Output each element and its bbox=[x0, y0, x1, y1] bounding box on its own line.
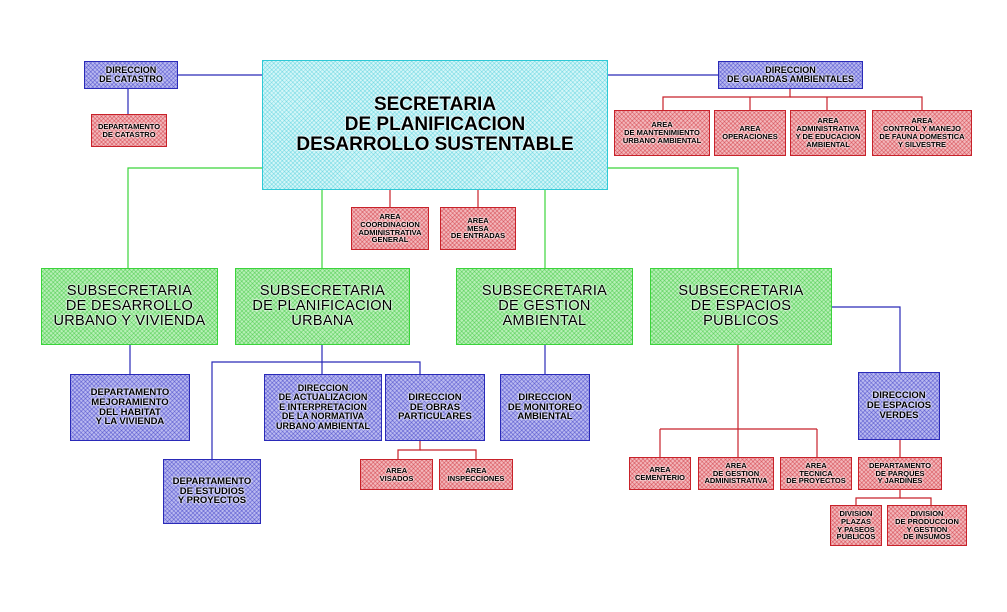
depto-habitat-label: DEPARTAMENTO MEJORAMIENTO DEL HABITAT Y … bbox=[90, 386, 170, 428]
area-visados-label: AREA VISADOS bbox=[379, 465, 414, 483]
link-produccion bbox=[900, 497, 932, 505]
depto-estudios-node: DEPARTAMENTO DE ESTUDIOS Y PROYECTOS bbox=[163, 459, 261, 524]
depto-estudios-label: DEPARTAMENTO DE ESTUDIOS Y PROYECTOS bbox=[172, 475, 252, 507]
area-operaciones-label: AREA OPERACIONES bbox=[722, 124, 778, 141]
area-admin-educacion-label: AREA ADMINISTRATIVA Y DE EDUCACION AMBIE… bbox=[795, 116, 861, 149]
sub-espacios-label: SUBSECRETARIA DE ESPACIOS PUBLICOS bbox=[678, 282, 804, 330]
div-produccion-node: DIVISION DE PRODUCCION Y GESTION DE INSU… bbox=[887, 505, 967, 546]
depto-habitat-node: DEPARTAMENTO MEJORAMIENTO DEL HABITAT Y … bbox=[70, 374, 190, 441]
area-tecnica-label: AREA TECNICA DE PROYECTOS bbox=[786, 460, 846, 486]
div-produccion-label: DIVISION DE PRODUCCION Y GESTION DE INSU… bbox=[895, 508, 959, 542]
area-mesa-label: AREA MESA DE ENTRADAS bbox=[450, 215, 506, 241]
area-coordinacion-label: AREA COORDINACION ADMINISTRATIVA GENERAL bbox=[358, 211, 422, 245]
area-admin-educacion-node: AREA ADMINISTRATIVA Y DE EDUCACION AMBIE… bbox=[790, 110, 866, 156]
area-inspecciones-label: AREA INSPECCIONES bbox=[447, 465, 505, 483]
area-tecnica-node: AREA TECNICA DE PROYECTOS bbox=[780, 457, 852, 490]
depto-catastro-node: DEPARTAMENTO DE CATASTRO bbox=[91, 114, 167, 147]
area-fauna-label: AREA CONTROL Y MANEJO DE FAUNA DOMESTICA… bbox=[879, 116, 965, 149]
dir-monitoreo-node: DIRECCION DE MONITOREO AMBIENTAL bbox=[500, 374, 590, 441]
area-cementerio-node: AREA CEMENTERIO bbox=[629, 457, 691, 490]
area-inspecciones-node: AREA INSPECCIONES bbox=[439, 459, 513, 490]
area-gestion-admin-label: AREA DE GESTION ADMINISTRATIVA bbox=[704, 460, 768, 486]
sub-desarrollo-node: SUBSECRETARIA DE DESARROLLO URBANO Y VIV… bbox=[41, 268, 218, 345]
link-plazas bbox=[855, 490, 901, 505]
dir-espacios-verdes-label: DIRECCION DE ESPACIOS VERDES bbox=[866, 390, 932, 421]
link-obras bbox=[321, 345, 421, 374]
area-mesa-node: AREA MESA DE ENTRADAS bbox=[440, 207, 516, 250]
area-cementerio-label: AREA CEMENTERIO bbox=[634, 464, 685, 482]
secretaria-label: SECRETARIA DE PLANIFICACION DESARROLLO S… bbox=[296, 94, 574, 155]
sub-planificacion-label: SUBSECRETARIA DE PLANIFICACION URBANA bbox=[252, 282, 393, 330]
dir-guardas-label: DIRECCION DE GUARDAS AMBIENTALES bbox=[726, 64, 854, 84]
blue-connectors bbox=[127, 74, 901, 459]
dir-actualizacion-label: DIRECCION DE ACTUALIZACION E INTERPRETAC… bbox=[276, 382, 370, 431]
div-plazas-node: DIVISION PLAZAS Y PASEOS PUBLICOS bbox=[830, 505, 882, 546]
sub-planificacion-node: SUBSECRETARIA DE PLANIFICACION URBANA bbox=[235, 268, 410, 345]
depto-parques-label: DEPARTAMENTO DE PARQUES Y JARDINES bbox=[868, 460, 932, 486]
area-mantenimiento-label: AREA DE MANTENIMIENTO URBANO AMBIENTAL bbox=[622, 120, 702, 145]
depto-catastro-label: DEPARTAMENTO DE CATASTRO bbox=[97, 121, 161, 139]
link-sub-espacios bbox=[608, 167, 739, 268]
dir-obras-label: DIRECCION DE OBRAS PARTICULARES bbox=[398, 391, 472, 423]
dir-espacios-verdes-node: DIRECCION DE ESPACIOS VERDES bbox=[858, 372, 940, 440]
sub-desarrollo-label: SUBSECRETARIA DE DESARROLLO URBANO Y VIV… bbox=[53, 282, 206, 330]
green-connectors bbox=[127, 167, 739, 268]
area-mantenimiento-node: AREA DE MANTENIMIENTO URBANO AMBIENTAL bbox=[614, 110, 710, 156]
link-fauna bbox=[790, 96, 923, 110]
sub-espacios-node: SUBSECRETARIA DE ESPACIOS PUBLICOS bbox=[650, 268, 832, 345]
dir-actualizacion-node: DIRECCION DE ACTUALIZACION E INTERPRETAC… bbox=[264, 374, 382, 441]
dir-catastro-node: DIRECCION DE CATASTRO bbox=[84, 61, 178, 89]
link-inspecciones bbox=[420, 449, 477, 459]
link-visados bbox=[397, 441, 421, 459]
sub-gestion-label: SUBSECRETARIA DE GESTION AMBIENTAL bbox=[481, 282, 608, 330]
dir-guardas-node: DIRECCION DE GUARDAS AMBIENTALES bbox=[718, 61, 863, 89]
link-sub-desarrollo bbox=[127, 167, 262, 268]
area-operaciones-node: AREA OPERACIONES bbox=[714, 110, 786, 156]
area-fauna-node: AREA CONTROL Y MANEJO DE FAUNA DOMESTICA… bbox=[872, 110, 972, 156]
depto-parques-node: DEPARTAMENTO DE PARQUES Y JARDINES bbox=[858, 457, 942, 490]
link-mantenimiento bbox=[662, 89, 791, 110]
secretaria-node: SECRETARIA DE PLANIFICACION DESARROLLO S… bbox=[262, 60, 608, 190]
link-espacios-verdes bbox=[832, 306, 901, 372]
red-connectors bbox=[389, 89, 932, 505]
dir-obras-node: DIRECCION DE OBRAS PARTICULARES bbox=[385, 374, 485, 441]
div-plazas-label: DIVISION PLAZAS Y PASEOS PUBLICOS bbox=[836, 508, 876, 542]
link-estudios bbox=[211, 361, 322, 459]
dir-catastro-label: DIRECCION DE CATASTRO bbox=[99, 64, 163, 84]
sub-gestion-node: SUBSECRETARIA DE GESTION AMBIENTAL bbox=[456, 268, 633, 345]
area-visados-node: AREA VISADOS bbox=[360, 459, 433, 490]
area-gestion-admin-node: AREA DE GESTION ADMINISTRATIVA bbox=[698, 457, 774, 490]
area-coordinacion-node: AREA COORDINACION ADMINISTRATIVA GENERAL bbox=[351, 207, 429, 250]
dir-monitoreo-label: DIRECCION DE MONITOREO AMBIENTAL bbox=[507, 391, 583, 423]
